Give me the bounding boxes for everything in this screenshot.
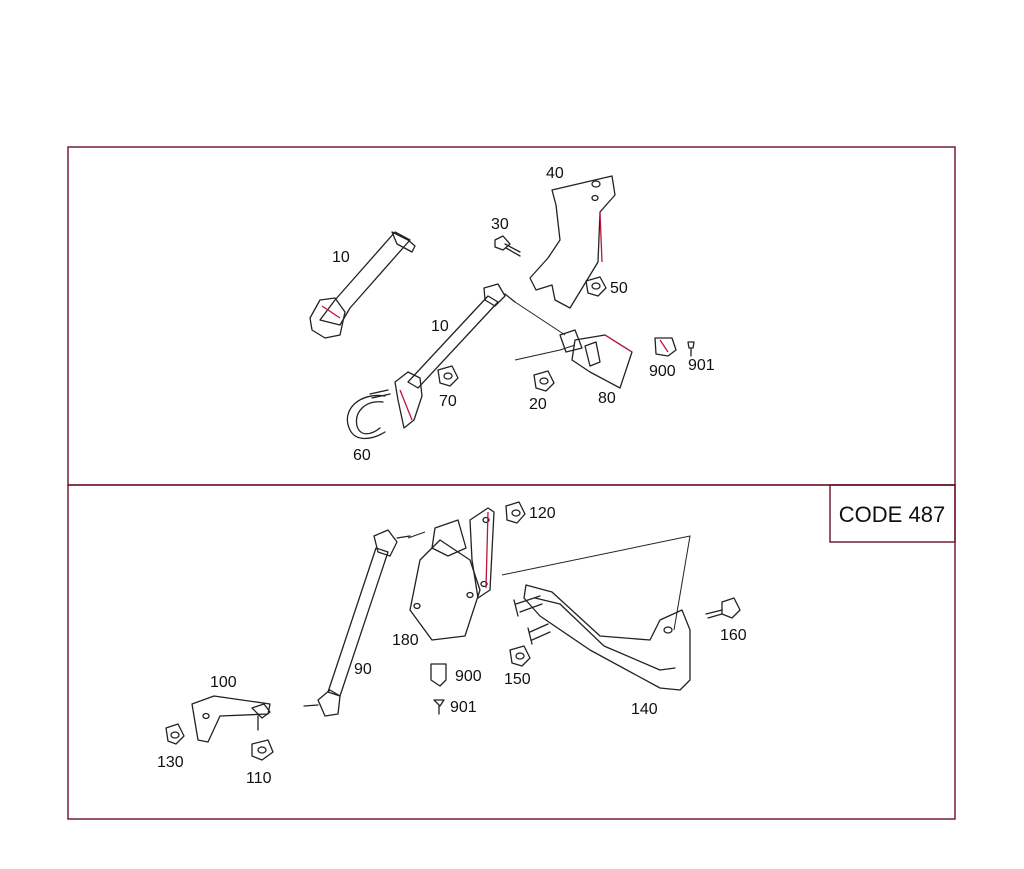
- leader-140: [501, 535, 691, 631]
- part-900-connector-bottom[interactable]: [430, 663, 447, 687]
- part-60-hose[interactable]: [346, 389, 391, 440]
- label-160: 160: [720, 627, 747, 644]
- code-box: [829, 484, 956, 543]
- part-110-nut[interactable]: [251, 739, 274, 761]
- part-30-bolt[interactable]: [494, 235, 521, 257]
- label-900-top: 900: [649, 363, 676, 380]
- label-20: 20: [529, 396, 547, 413]
- part-180-level-sensor[interactable]: [409, 507, 495, 641]
- label-50: 50: [610, 280, 628, 297]
- label-10-left: 10: [332, 249, 350, 266]
- part-70-nut[interactable]: [437, 365, 459, 387]
- label-901-top: 901: [688, 357, 715, 374]
- part-10-link-rod-left[interactable]: [309, 231, 416, 339]
- part-150-bolts[interactable]: [509, 595, 551, 667]
- label-60: 60: [353, 447, 371, 464]
- leader-rod-to-sensor: [514, 301, 566, 336]
- part-120-nut[interactable]: [505, 501, 526, 524]
- label-90: 90: [354, 661, 372, 678]
- part-100-bolt[interactable]: [251, 703, 271, 731]
- label-120: 120: [529, 505, 556, 522]
- label-40: 40: [546, 165, 564, 182]
- label-140: 140: [631, 701, 658, 718]
- code-label: CODE 487: [839, 502, 945, 527]
- part-130-nut[interactable]: [165, 723, 185, 745]
- upper-panel-frame: [67, 146, 956, 486]
- part-160-bolt[interactable]: [705, 597, 741, 619]
- part-100-bracket[interactable]: [191, 695, 271, 743]
- part-140-bracket-arm[interactable]: [523, 584, 691, 691]
- label-900-bottom: 900: [455, 668, 482, 685]
- label-150: 150: [504, 671, 531, 688]
- label-110: 110: [246, 770, 272, 787]
- label-10-right: 10: [431, 318, 449, 335]
- part-901-pin-top[interactable]: [687, 341, 695, 357]
- part-90-link-rod[interactable]: [303, 529, 411, 717]
- lower-panel-frame: [67, 484, 956, 820]
- part-50-nut[interactable]: [585, 276, 607, 297]
- label-180: 180: [392, 632, 419, 649]
- part-20-nut[interactable]: [533, 370, 555, 392]
- label-100: 100: [210, 674, 237, 691]
- label-130: 130: [157, 754, 184, 771]
- part-10-link-rod-right[interactable]: [394, 283, 516, 429]
- part-901-pin-bottom[interactable]: [433, 699, 445, 715]
- label-901-bottom: 901: [450, 699, 477, 716]
- label-30: 30: [491, 216, 509, 233]
- leader-90-top: [407, 531, 426, 539]
- leader-20: [514, 344, 576, 361]
- part-80-level-sensor[interactable]: [559, 329, 633, 389]
- label-70: 70: [439, 393, 457, 410]
- label-80: 80: [598, 390, 616, 407]
- part-40-bracket[interactable]: [529, 175, 616, 309]
- part-900-connector-top[interactable]: [654, 337, 677, 357]
